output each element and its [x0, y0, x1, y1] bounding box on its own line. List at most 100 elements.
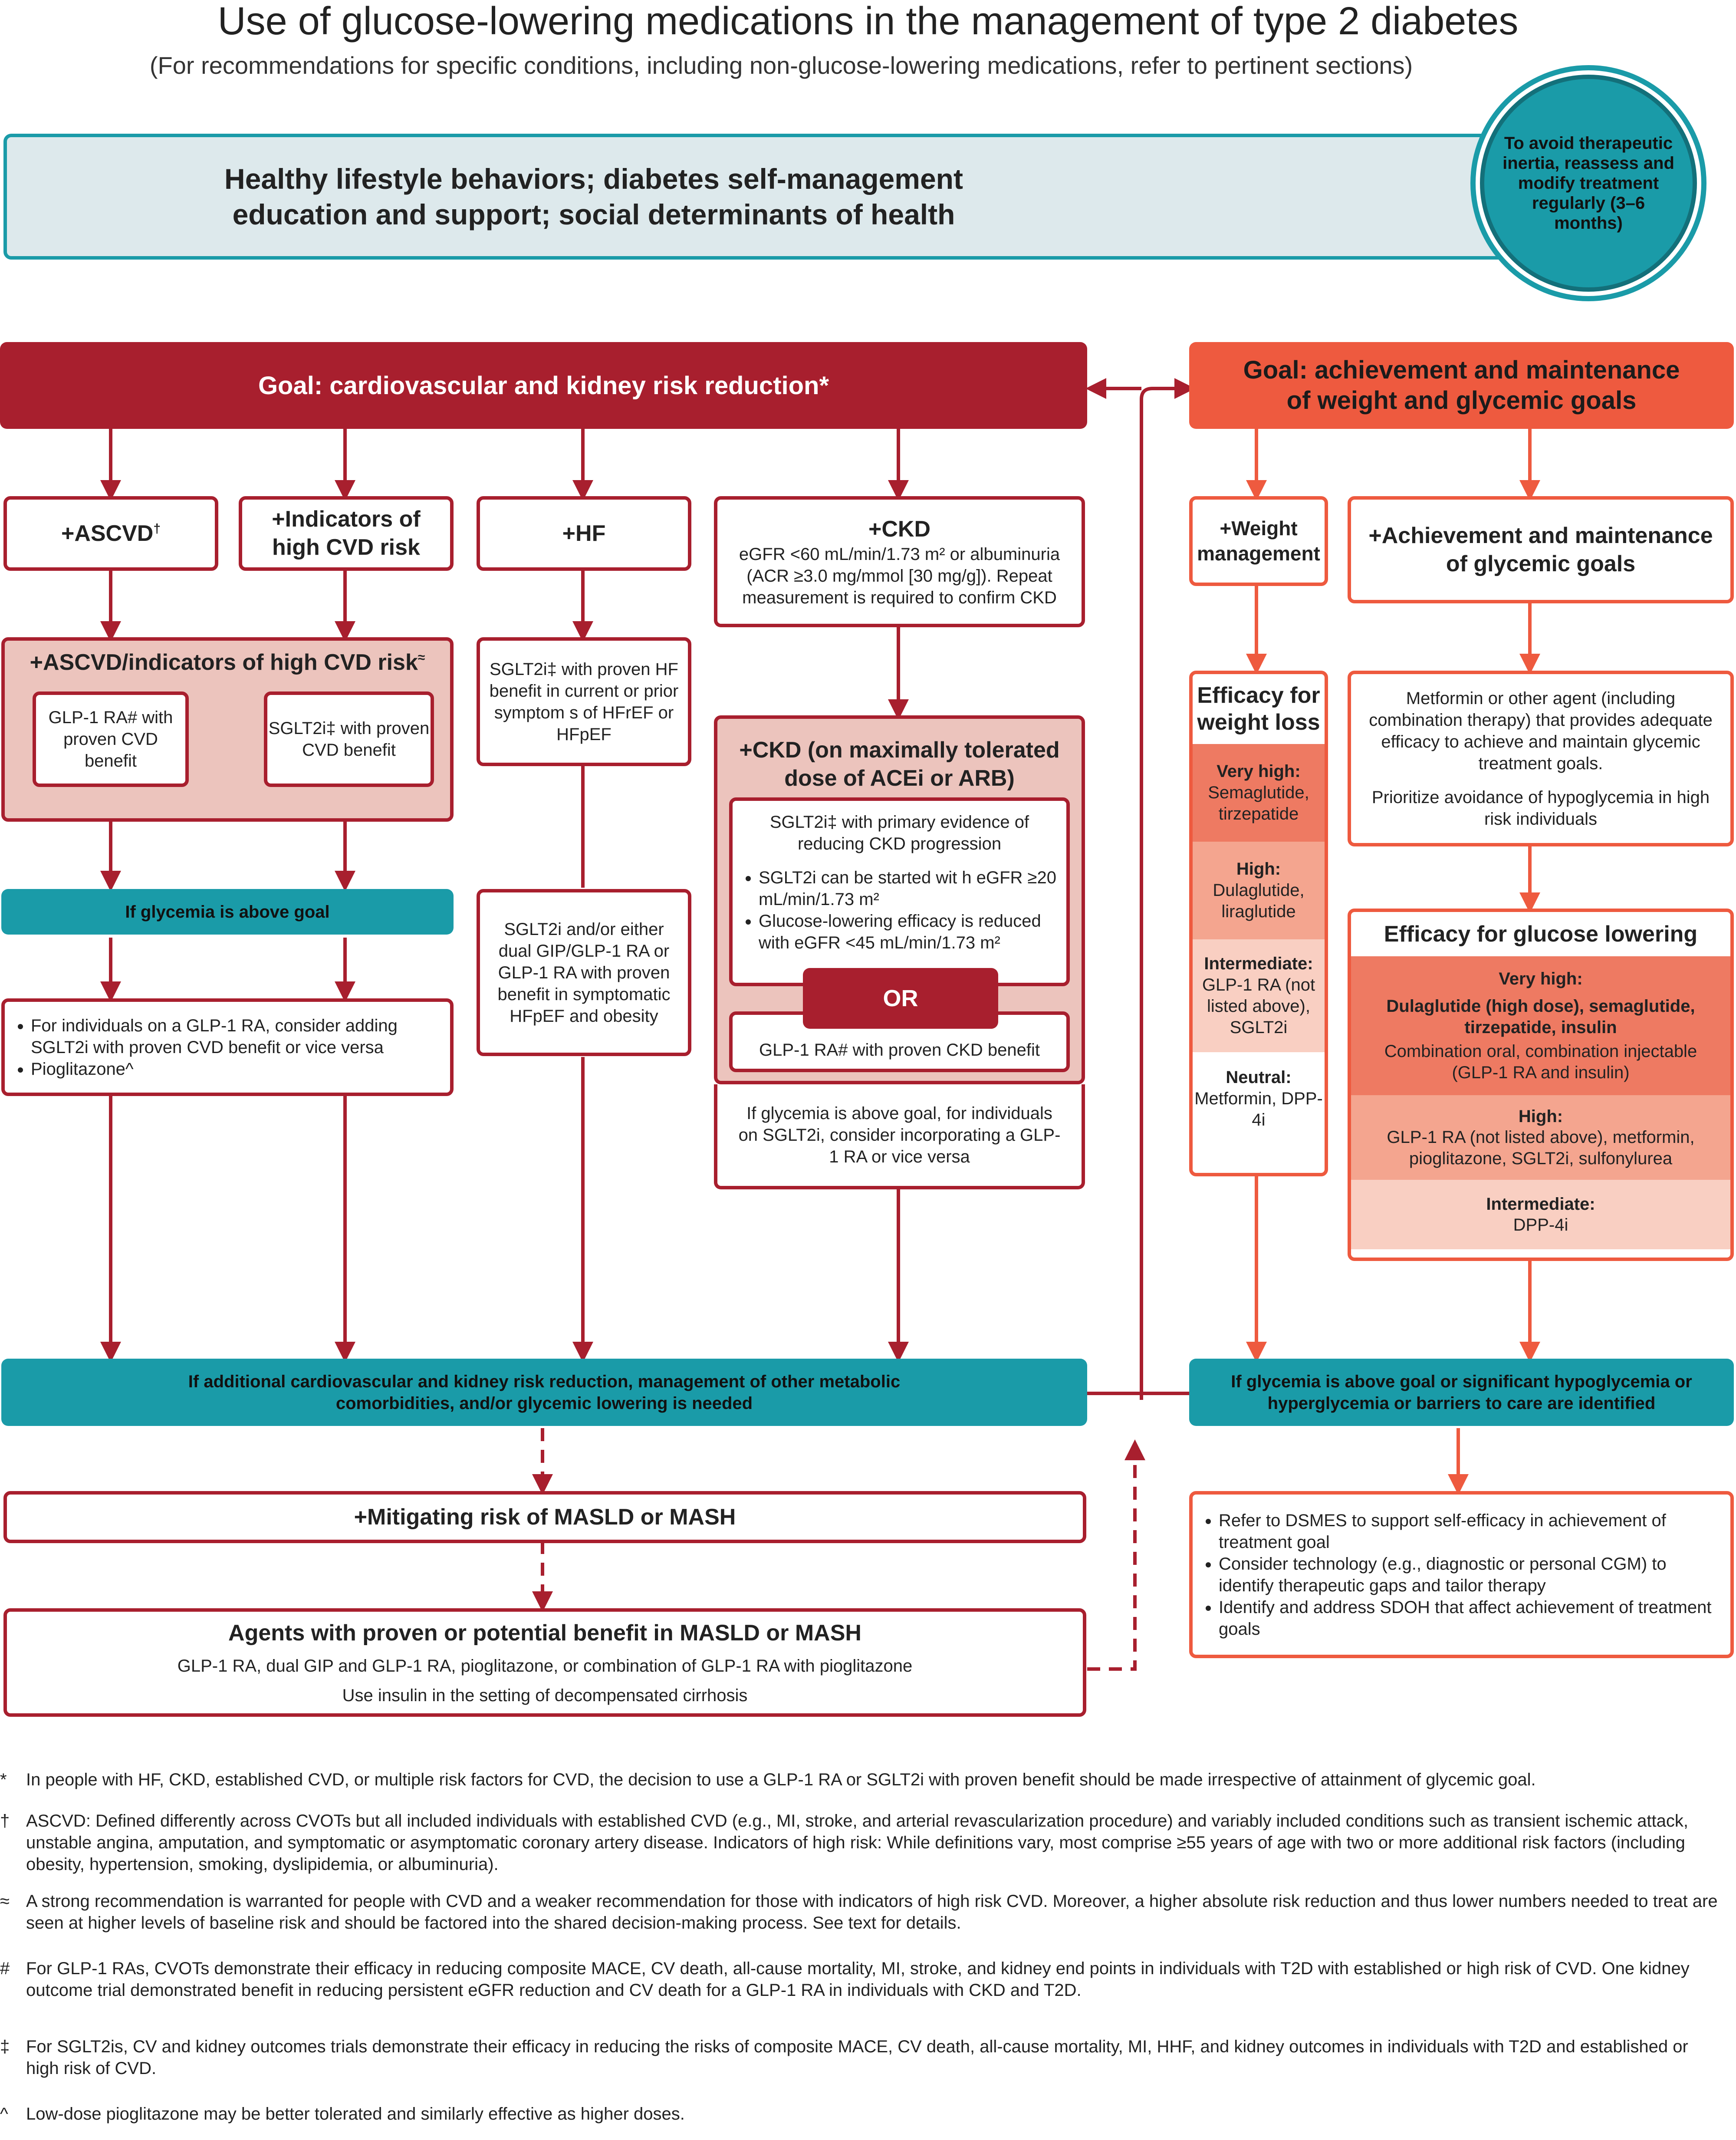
weight-management-box: +Weight management: [1189, 496, 1328, 586]
footnote-hash: # For GLP-1 RAs, CVOTs demonstrate their…: [0, 1958, 1719, 2001]
glp1-cvd-text: GLP-1 RA# with proven CVD benefit: [48, 708, 173, 770]
weight-level-label: Intermediate:: [1204, 954, 1313, 974]
right-goal-line-2: of weight and glycemic goals: [1286, 386, 1637, 415]
footnote-text: A strong recommendation is warranted for…: [26, 1892, 1718, 1933]
masld-agents-line-1: GLP-1 RA, dual GIP and GLP-1 RA, pioglit…: [177, 1656, 913, 1676]
lifestyle-line-2: education and support; social determinan…: [232, 198, 955, 230]
glucose-level-drugs: GLP-1 RA (not listed above), metformin, …: [1387, 1128, 1695, 1169]
high-cvd-risk-box: +Indicators of high CVD risk: [239, 496, 454, 571]
ascvd-label: +ASCVD: [61, 520, 154, 546]
glucose-level-high: High: GLP-1 RA (not listed above), metfo…: [1351, 1095, 1730, 1180]
ckd-bullet-1: SGLT2i can be started wit h eGFR ≥20 mL/…: [759, 867, 1058, 910]
dsmes-box: Refer to DSMES to support self-efficacy …: [1189, 1491, 1734, 1658]
page-subtitle: (For recommendations for specific condit…: [149, 52, 1413, 79]
hf-box: +HF: [477, 496, 691, 571]
glucose-level-label: High:: [1518, 1106, 1563, 1126]
additional-risk-reduction-bar: If additional cardiovascular and kidney …: [1, 1359, 1087, 1426]
footnote-text: In people with HF, CKD, established CVD,…: [26, 1770, 1536, 1789]
weight-level-neutral: Neutral: Metformin, DPP-4i: [1193, 1052, 1325, 1146]
cv-kidney-goal-header: Goal: cardiovascular and kidney risk red…: [0, 342, 1087, 429]
ckd-followup-box: If glycemia is above goal, for individua…: [714, 1084, 1085, 1189]
high-cvd-line-2: high CVD risk: [272, 535, 420, 560]
weight-level-label: High:: [1236, 859, 1281, 879]
glp1-cvd-box: GLP-1 RA# with proven CVD benefit: [33, 691, 189, 787]
reassess-text: To avoid therapeutic inertia, reassess a…: [1503, 134, 1674, 233]
masld-agents-line-2: Use insulin in the setting of decompensa…: [342, 1686, 748, 1705]
glucose-efficacy-panel: Efficacy for glucose lowering Very high:…: [1348, 909, 1734, 1261]
hf-second-line-text: SGLT2i and/or either dual GIP/GLP-1 RA o…: [497, 919, 671, 1026]
ascvd-combined-title: +ASCVD/indicators of high CVD risk: [30, 650, 418, 675]
lifestyle-line-1: Healthy lifestyle behaviors; diabetes se…: [224, 162, 963, 195]
weight-glycemic-goal-header: Goal: achievement and maintenance of wei…: [1189, 342, 1734, 429]
masld-agents-title: Agents with proven or potential benefit …: [228, 1620, 861, 1646]
footnote-symbol: ≈: [0, 1892, 10, 1911]
ckd-max-title: +CKD (on maximally tolerated dose of ACE…: [739, 737, 1060, 791]
reassess-circle: To avoid therapeutic inertia, reassess a…: [1480, 75, 1697, 292]
glycemic-goals-box: +Achievement and maintenance of glycemic…: [1348, 496, 1734, 603]
hf-sglt2-box: SGLT2i‡ with proven HF benefit in curren…: [477, 637, 691, 766]
ascvd-sup: †: [153, 521, 161, 536]
glucose-level-label: Very high:: [1499, 969, 1583, 989]
weight-level-drugs: Semaglutide, tirzepatide: [1208, 783, 1309, 823]
or-badge: OR: [803, 968, 998, 1029]
weight-efficacy-title: Efficacy for weight loss: [1197, 683, 1320, 735]
glucose-level-label: Intermediate:: [1486, 1194, 1595, 1214]
glycemia-barriers-bar: If glycemia is above goal or significant…: [1189, 1359, 1734, 1426]
glucose-level-very-high: Very high: Dulaglutide (high dose), sema…: [1351, 956, 1730, 1096]
footnote-symbol: †: [0, 1811, 10, 1831]
footnote-text: For SGLT2is, CV and kidney outcomes tria…: [26, 2037, 1688, 2078]
ckd-followup-text: If glycemia is above goal, for individua…: [738, 1104, 1061, 1166]
footnote-symbol: #: [0, 1959, 10, 1978]
ckd-sglt2-box: SGLT2i‡ with primary evidence of reducin…: [729, 797, 1070, 986]
ckd-box: +CKD eGFR <60 mL/min/1.73 m² or albuminu…: [714, 496, 1085, 627]
footnote-asterisk: * In people with HF, CKD, established CV…: [0, 1769, 1719, 1791]
hf-second-line-box: SGLT2i and/or either dual GIP/GLP-1 RA o…: [477, 889, 691, 1056]
ascvd-box: +ASCVD†: [3, 496, 218, 571]
glucose-level-drugs: Dulaglutide (high dose), semaglutide, ti…: [1386, 997, 1695, 1037]
glucose-level-intermediate: Intermediate: DPP-4i: [1351, 1180, 1730, 1250]
hf-label: +HF: [562, 520, 606, 546]
metformin-box: Metformin or other agent (including comb…: [1348, 671, 1734, 846]
footnote-dagger: † ASCVD: Defined differently across CVOT…: [0, 1810, 1719, 1875]
footnote-text: ASCVD: Defined differently across CVOTs …: [26, 1811, 1688, 1874]
footnote-symbol: *: [0, 1770, 7, 1789]
glucose-efficacy-title: Efficacy for glucose lowering: [1384, 922, 1698, 947]
glucose-level-drugs: DPP-4i: [1513, 1215, 1568, 1235]
sglt2-cvd-box: SGLT2i‡ with proven CVD benefit: [264, 691, 434, 787]
ckd-glp1-text: GLP-1 RA# with proven CKD benefit: [759, 1040, 1040, 1060]
footnote-caret: ^ Low-dose pioglitazone may be better to…: [0, 2103, 1719, 2125]
weight-management-label: +Weight management: [1197, 517, 1320, 565]
metformin-line-1: Metformin or other agent (including comb…: [1369, 688, 1713, 773]
weight-level-drugs: Dulaglutide, liraglutide: [1213, 880, 1305, 921]
footnote-text: Low-dose pioglitazone may be better tole…: [26, 2104, 685, 2124]
footnote-symbol: ^: [0, 2104, 8, 2124]
weight-level-drugs: Metformin, DPP-4i: [1194, 1089, 1323, 1129]
weight-level-drugs: GLP-1 RA (not listed above), SGLT2i: [1202, 975, 1315, 1037]
footnote-approx: ≈ A strong recommendation is warranted f…: [0, 1890, 1719, 1934]
footnote-text: For GLP-1 RAs, CVOTs demonstrate their e…: [26, 1959, 1690, 2000]
metformin-line-2: Prioritize avoidance of hypoglycemia in …: [1371, 787, 1710, 829]
weight-level-very-high: Very high: Semaglutide, tirzepatide: [1193, 744, 1325, 842]
glycemia-above-goal-bar: If glycemia is above goal: [1, 889, 454, 935]
footnote-double-dagger: ‡ For SGLT2is, CV and kidney outcomes tr…: [0, 2036, 1719, 2079]
ckd-sglt2-title: SGLT2i‡ with primary evidence of reducin…: [769, 813, 1029, 853]
weight-level-label: Very high:: [1217, 762, 1301, 781]
ascvd-followup-item-1: For individuals on a GLP-1 RA, consider …: [31, 1015, 450, 1058]
footnote-symbol: ‡: [0, 2037, 10, 2056]
lifestyle-banner: Healthy lifestyle behaviors; diabetes se…: [3, 134, 1514, 260]
dsmes-item-3: Identify and address SDOH that affect ac…: [1219, 1597, 1717, 1640]
dsmes-item-1: Refer to DSMES to support self-efficacy …: [1219, 1510, 1717, 1553]
ascvd-followup-item-2: Pioglitazone^: [31, 1058, 450, 1080]
masld-agents-box: Agents with proven or potential benefit …: [3, 1608, 1086, 1717]
ckd-definition: eGFR <60 mL/min/1.73 m² or albuminuria (…: [739, 544, 1060, 607]
high-cvd-line-1: +Indicators of: [272, 507, 421, 532]
weight-efficacy-panel: Efficacy for weight loss Very high: Sema…: [1189, 671, 1328, 1176]
hf-sglt2-text: SGLT2i‡ with proven HF benefit in curren…: [489, 659, 679, 744]
ascvd-combined-sup: ≈: [418, 650, 425, 665]
weight-level-intermediate: Intermediate: GLP-1 RA (not listed above…: [1193, 939, 1325, 1052]
glycemic-goals-label: +Achievement and maintenance of glycemic…: [1368, 523, 1713, 576]
masld-box: +Mitigating risk of MASLD or MASH: [3, 1491, 1086, 1543]
right-goal-line-1: Goal: achievement and maintenance: [1243, 356, 1680, 385]
page-title: Use of glucose-lowering medications in t…: [217, 0, 1519, 43]
